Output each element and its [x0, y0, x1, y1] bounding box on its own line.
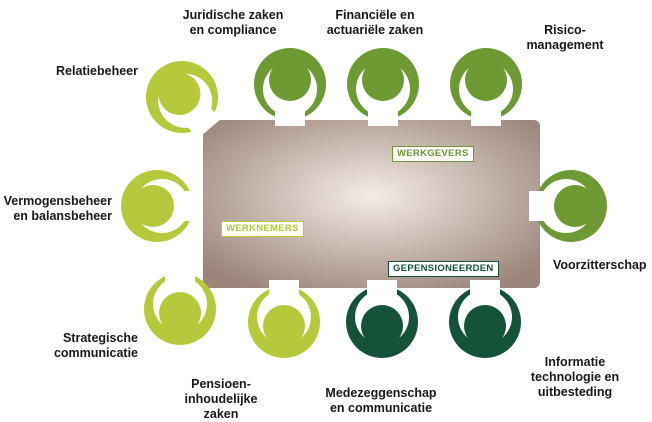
seat-head: [159, 292, 201, 334]
seat-vermogensbeheer: [121, 170, 199, 242]
seat-head: [361, 305, 403, 347]
meeting-table: [203, 120, 540, 288]
seat-label-informatie: Informatie technologie en uitbesteding: [530, 355, 620, 399]
group-tag-werknemers: WERKNEMERS: [221, 221, 304, 237]
seat-risico: [450, 48, 522, 126]
seat-label-pensioeninhoud: Pensioen- inhoudelijke zaken: [184, 377, 258, 421]
seat-pensioeninhoud: [248, 280, 320, 358]
seat-head: [362, 59, 404, 101]
seat-head: [158, 72, 201, 115]
seat-voorzitterschap: [529, 170, 607, 242]
seat-head: [263, 305, 305, 347]
group-tag-gepensioneerden: GEPENSIONEERDEN: [388, 261, 499, 277]
seat-head: [464, 305, 506, 347]
seat-relatiebeheer: [146, 61, 221, 139]
seat-head: [465, 59, 507, 101]
seat-medezeggenschap: [346, 280, 418, 358]
seat-head: [132, 185, 174, 227]
seat-label-risico: Risico- management: [526, 23, 604, 52]
seat-label-voorzitterschap: Voorzitterschap: [553, 258, 647, 272]
seat-label-relatiebeheer: Relatiebeheer: [56, 64, 138, 78]
seat-label-medezeggenschap: Medezeggenschap en communicatie: [325, 386, 437, 415]
seat-informatie: [449, 280, 521, 358]
seat-label-vermogensbeheer: Vermogensbeheer en balansbeheer: [3, 194, 112, 223]
seat-financiele: [347, 48, 419, 126]
seat-label-financiele: Financiële en actuariële zaken: [326, 8, 424, 37]
seat-label-juridische: Juridische zaken en compliance: [182, 8, 284, 37]
seat-head: [554, 185, 596, 227]
group-tag-werkgevers: WERKGEVERS: [392, 146, 474, 162]
seat-label-strategische: Strategische communicatie: [53, 331, 138, 360]
seat-head: [269, 59, 311, 101]
seat-juridische: [254, 48, 326, 126]
seat-strategische: [144, 267, 216, 345]
